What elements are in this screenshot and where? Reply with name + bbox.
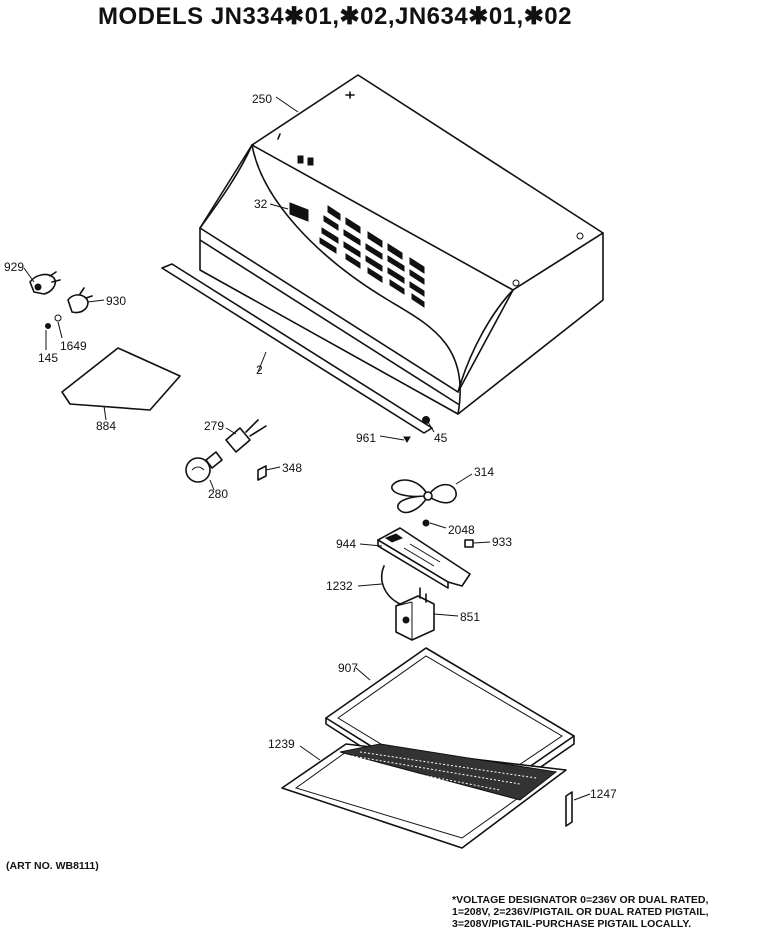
label-907: 907	[338, 661, 358, 675]
label-944: 944	[336, 537, 356, 551]
motor-851	[395, 587, 435, 641]
label-933: 933	[492, 535, 512, 549]
label-32: 32	[254, 197, 268, 211]
range-hood-body	[199, 74, 604, 415]
label-2: 2	[256, 363, 263, 377]
nut-145	[45, 323, 51, 329]
nut-2048	[422, 519, 430, 527]
label-348: 348	[282, 461, 302, 475]
label-280: 280	[208, 487, 228, 501]
label-851: 851	[460, 610, 480, 624]
switch-929	[29, 271, 61, 295]
vent-slots	[319, 205, 425, 308]
switch-930	[67, 287, 93, 314]
washer-1649	[54, 314, 62, 322]
label-2048: 2048	[448, 523, 475, 537]
diagram-title: MODELS JN334✱01,✱02,JN634✱01,✱02	[98, 3, 573, 30]
screw-45	[422, 416, 430, 424]
label-314: 314	[474, 465, 494, 479]
clip-348	[257, 465, 267, 481]
filter-clip-1247	[565, 791, 573, 827]
label-1232: 1232	[326, 579, 353, 593]
label-279: 279	[204, 419, 224, 433]
label-1247: 1247	[590, 787, 617, 801]
wire-1232	[380, 565, 401, 605]
note-line-2: 1=208V, 2=236V/PIGTAIL OR DUAL RATED PIG…	[452, 906, 709, 918]
label-961: 961	[356, 431, 376, 445]
art-number: (ART NO. WB8111)	[6, 860, 99, 872]
nut-933	[464, 539, 474, 548]
lamp-socket-279	[225, 419, 267, 453]
label-1239: 1239	[268, 737, 295, 751]
filter-mesh-1239	[281, 743, 567, 849]
voltage-note: *VOLTAGE DESIGNATOR 0=236V OR DUAL RATED…	[452, 894, 709, 930]
motor-bracket-944	[377, 527, 471, 589]
label-145: 145	[38, 351, 58, 365]
note-line-3: 3=208V/PIGTAIL-PURCHASE PIGTAIL LOCALLY.	[452, 918, 692, 930]
label-930: 930	[106, 294, 126, 308]
leader-lines	[23, 96, 591, 801]
screw-961	[403, 436, 411, 443]
label-1649: 1649	[60, 339, 87, 353]
label-929: 929	[4, 260, 24, 274]
label-250: 250	[252, 92, 272, 106]
fan-blade-314	[391, 479, 457, 514]
note-line-1: *VOLTAGE DESIGNATOR 0=236V OR DUAL RATED…	[452, 894, 709, 906]
label-884: 884	[96, 419, 116, 433]
light-lens-884	[61, 347, 181, 411]
part-labels: 250 32 929 930 145 1649 2 884 279 280 34…	[4, 92, 617, 801]
label-45: 45	[434, 431, 448, 445]
light-bulb-280	[185, 451, 223, 483]
